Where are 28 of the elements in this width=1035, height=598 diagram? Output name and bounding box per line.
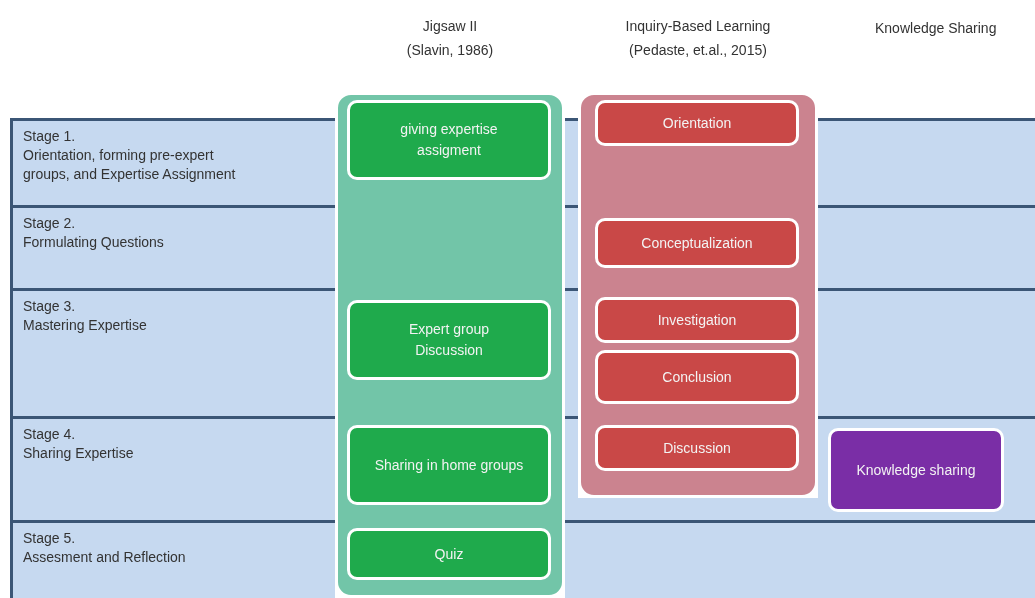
stage-heading: Stage 4.: [23, 425, 76, 444]
activity-box: Investigation: [595, 297, 799, 343]
stage-heading: Stage 3.: [23, 297, 76, 316]
stage-description: Sharing Expertise: [23, 444, 134, 463]
stage-heading: Stage 5.: [23, 529, 76, 548]
stage-band: [10, 118, 335, 205]
stage-band: [10, 416, 335, 520]
activity-box: Sharing in home groups: [347, 425, 551, 505]
activity-box: Conclusion: [595, 350, 799, 404]
column-heading: Inquiry-Based Learning (Pedaste, et.al., 2015): [624, 17, 772, 60]
stage-band: [10, 205, 335, 288]
column-heading: Jigsaw II (Slavin, 1986): [405, 17, 495, 60]
stage-band: [10, 520, 335, 598]
stage-description: Assesment and Reflection: [23, 548, 186, 567]
activity-box: Conceptualization: [595, 218, 799, 268]
stage-heading: Stage 2.: [23, 214, 76, 233]
activity-box: Quiz: [347, 528, 551, 580]
column-heading: Knowledge Sharing: [875, 20, 997, 36]
activity-box: Expert group Discussion: [347, 300, 551, 380]
stage-description: Orientation, forming pre-expert groups, and Expertise Assignment: [23, 146, 237, 184]
activity-box: Knowledge sharing: [828, 428, 1004, 512]
activity-box: giving expertise assigment: [347, 100, 551, 180]
stage-description: Mastering Expertise: [23, 316, 147, 335]
activity-box: Orientation: [595, 100, 799, 146]
stage-heading: Stage 1.: [23, 127, 76, 146]
stage-description: Formulating Questions: [23, 233, 164, 252]
activity-box: Discussion: [595, 425, 799, 471]
stage-band: [10, 288, 335, 416]
